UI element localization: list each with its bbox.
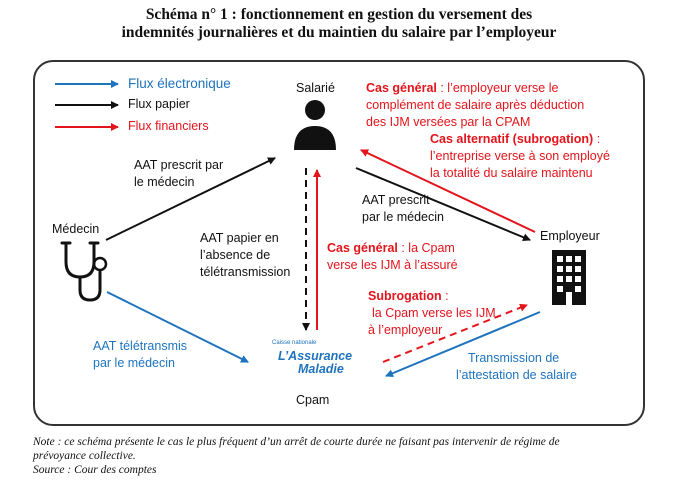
cas-alternatif-line-3: la totalité du salaire maintenu — [430, 166, 593, 180]
salarie-label: Salarié — [296, 81, 335, 95]
logo-line-1: L’Assurance — [278, 349, 353, 363]
logo-text: L’Assurance Maladie — [278, 350, 352, 376]
subrogation-line-1: Subrogation : — [368, 288, 496, 305]
cas-general-cpam-line-2: verse les IJM à l’assuré — [327, 258, 458, 272]
subrogation-line-3: à l’employeur — [368, 323, 443, 337]
cas-general-employeur-text-1: : l’employeur verse le — [436, 81, 559, 95]
legend-paper-label: Flux papier — [128, 97, 190, 111]
aat-teletransmis-line-1: AAT télétransmis — [93, 339, 188, 353]
aat-teletransmis-line-2: par le médecin — [93, 356, 175, 370]
stethoscope-icon — [60, 241, 108, 302]
note-line-1: Note : ce schéma présente le cas le plus… — [33, 436, 560, 448]
arrow-medecin-cpam — [106, 291, 249, 363]
aat-prescrit-line-1: AAT prescrit par — [134, 158, 224, 172]
person-icon — [294, 100, 336, 150]
logo-line-2: Maladie — [298, 362, 344, 376]
cas-general-employeur-label: Cas général : l’employeur verse le compl… — [366, 80, 584, 131]
aat-papier-line-3: télétransmission — [200, 265, 291, 279]
aat-prescrit-employeur-line-2: par le médecin — [362, 210, 444, 224]
cas-general-cpam-label: Cas général : la Cpam verse les IJM à l’… — [327, 240, 458, 274]
aat-papier-line-2: l’absence de — [200, 248, 271, 262]
aat-prescrit-employeur-label: AAT prescrit par le médecin — [362, 192, 444, 226]
aat-prescrit-line-2: le médecin — [134, 175, 195, 189]
cas-general-employeur-line-1: Cas général : l’employeur verse le — [366, 80, 584, 97]
aat-prescrit-label: AAT prescrit par le médecin — [134, 157, 223, 191]
cpam-label: Cpam — [296, 393, 330, 407]
assurance-maladie-logo: Caisse nationale L’Assurance Maladie — [262, 338, 372, 382]
cas-alternatif-text-1: : — [593, 132, 601, 146]
cas-general-employeur-line-3: des IJM versées par la CPAM — [366, 115, 531, 129]
cas-alternatif-bold: Cas alternatif (subrogation) — [430, 132, 594, 146]
building-icon — [552, 250, 586, 305]
arrow-employeur-cpam — [385, 311, 541, 378]
legend-electronic-label: Flux électronique — [128, 76, 231, 91]
transmission-label: Transmission de l’attestation de salaire — [456, 350, 577, 384]
legend-financial-label: Flux financiers — [128, 119, 209, 133]
aat-papier-line-1: AAT papier en — [200, 231, 279, 245]
aat-teletransmis-label: AAT télétransmis par le médecin — [93, 338, 187, 372]
aat-prescrit-employeur-line-1: AAT prescrit — [362, 193, 430, 207]
diagram-frame — [33, 60, 645, 426]
medecin-label: Médecin — [52, 222, 100, 236]
subrogation-bold: Subrogation — [368, 289, 442, 303]
footnote: Note : ce schéma présente le cas le plus… — [33, 435, 653, 477]
cas-general-employeur-bold: Cas général — [366, 81, 437, 95]
cas-general-employeur-line-2: complément de salaire après déduction — [366, 98, 585, 112]
arrow-salarie-employeur — [355, 167, 531, 242]
transmission-line-1: Transmission de — [468, 351, 560, 365]
cas-general-cpam-text-1: : la Cpam — [397, 241, 455, 255]
aat-papier-label: AAT papier en l’absence de télétransmiss… — [200, 230, 290, 281]
arrow-employeur-salarie — [360, 149, 536, 233]
employeur-label: Employeur — [540, 229, 600, 243]
cas-alternatif-line-2: l’entreprise verse à son employé — [430, 149, 610, 163]
transmission-line-2: l’attestation de salaire — [456, 368, 577, 382]
logo-small-text: Caisse nationale — [272, 340, 317, 346]
note-source: Source : Cour des comptes — [33, 464, 157, 476]
arrow-cpam-employeur-dashed — [382, 303, 528, 363]
cas-general-cpam-line-1: Cas général : la Cpam — [327, 240, 458, 257]
subrogation-line-2: la Cpam verse les IJM — [372, 306, 496, 320]
note-line-2: prévoyance collective. — [33, 450, 136, 462]
subrogation-label: Subrogation : la Cpam verse les IJM à l’… — [368, 288, 496, 339]
cas-alternatif-label: Cas alternatif (subrogation) : l’entrepr… — [430, 131, 610, 182]
title-line-1: Schéma n° 1 : fonctionnement en gestion … — [145, 6, 533, 23]
subrogation-text-1: : — [441, 289, 449, 303]
cas-alternatif-line-1: Cas alternatif (subrogation) : — [430, 131, 610, 148]
cas-general-cpam-bold: Cas général — [327, 241, 398, 255]
arrow-medecin-salarie — [105, 157, 276, 241]
title-line-2: indemnités journalières et du maintien d… — [121, 24, 557, 41]
diagram-title: Schéma n° 1 : fonctionnement en gestion … — [0, 6, 678, 42]
